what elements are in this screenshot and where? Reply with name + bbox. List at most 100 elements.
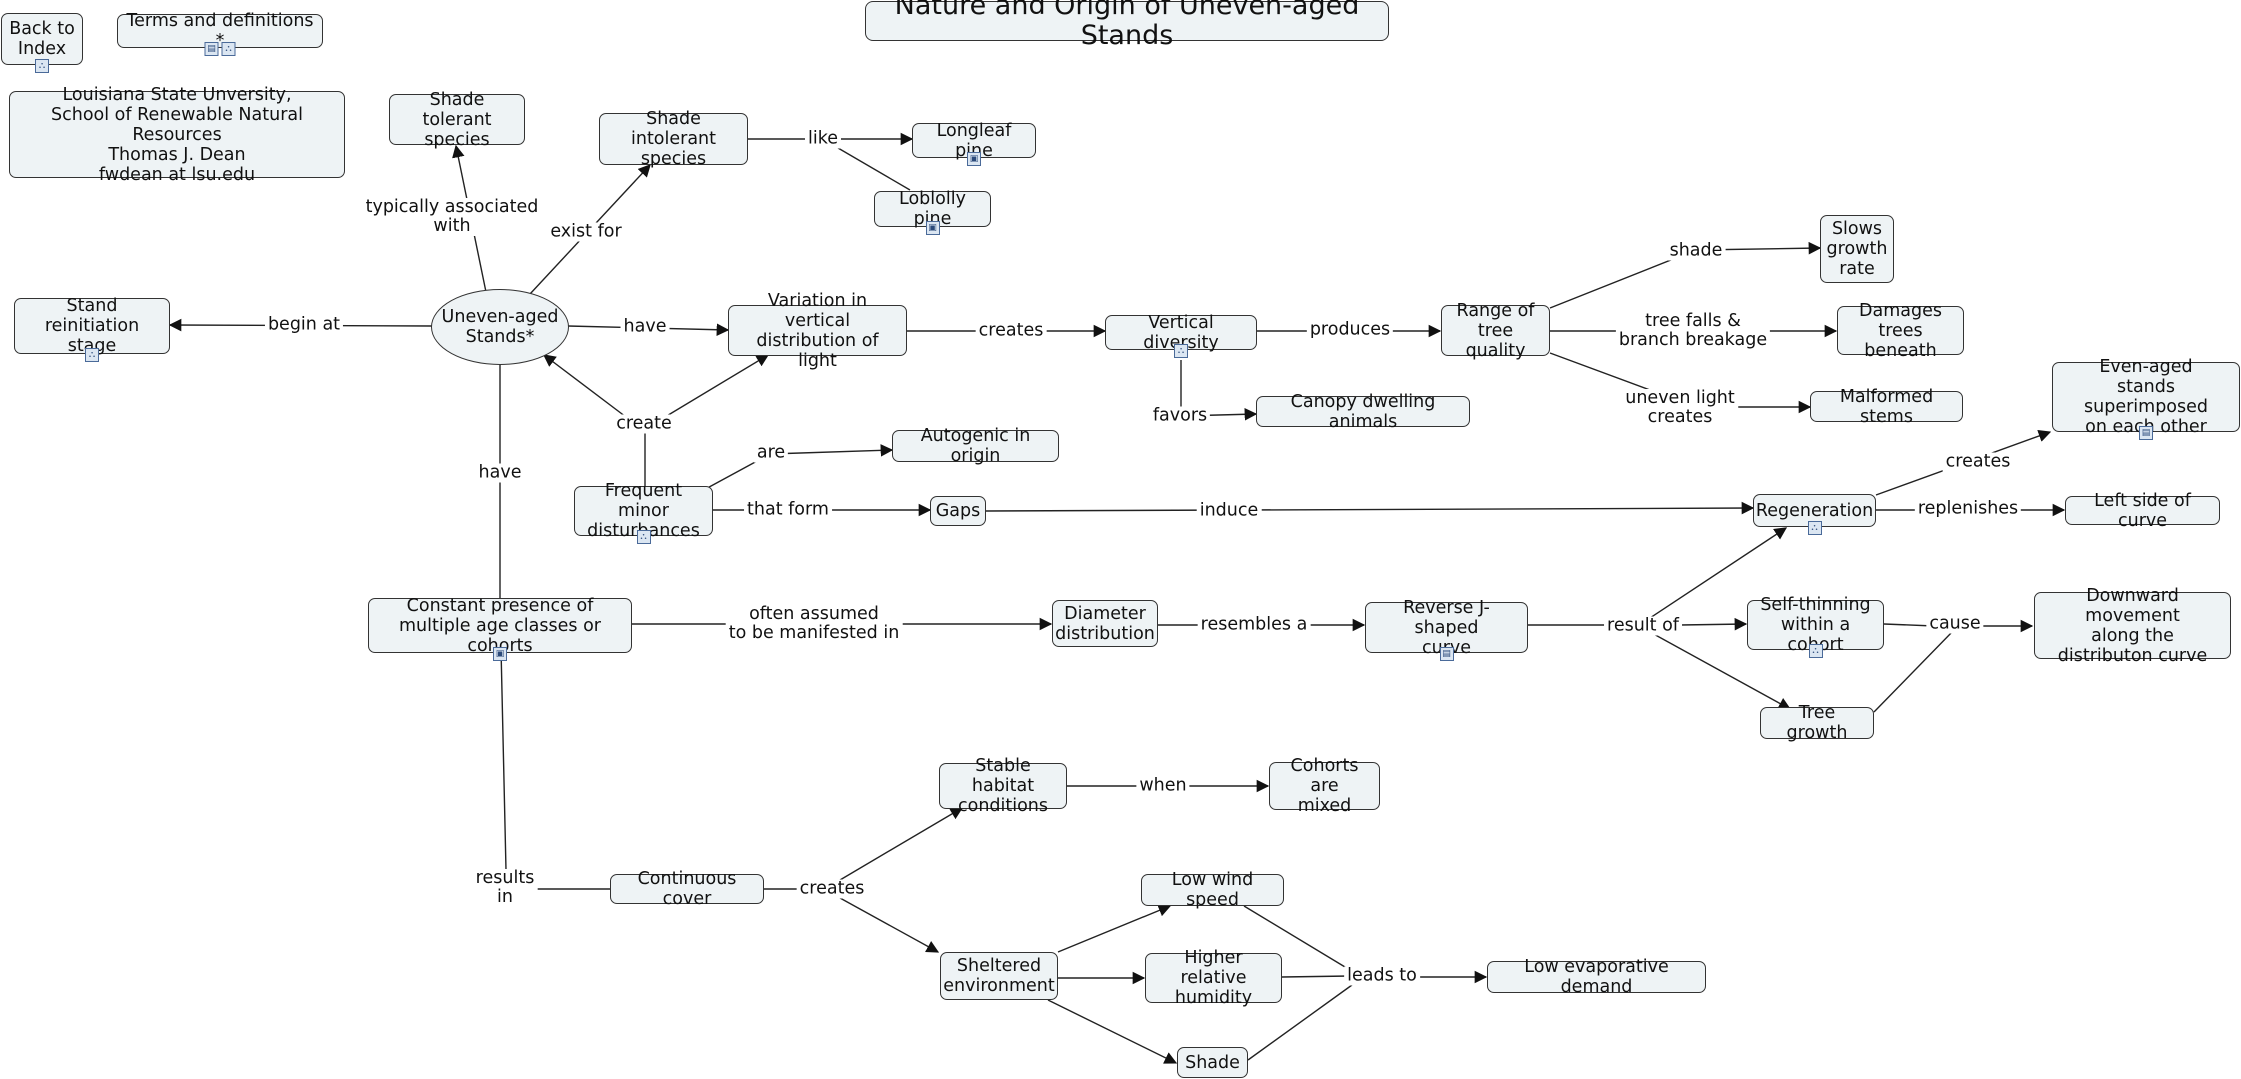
link-replenishes: replenishes	[1914, 499, 2022, 519]
link-creates-vertical: creates	[975, 321, 1047, 341]
edge-result-treegrowth	[1649, 631, 1792, 710]
author-info-box: Louisiana State Unversity, School of Ren…	[9, 85, 345, 185]
node-downward-movement: Downward movement along the distributon …	[2034, 586, 2231, 666]
link-like: like	[804, 129, 842, 149]
node-stable-habitat: Stable habitat conditions	[939, 756, 1067, 816]
concept-map-icon[interactable]: ⛬	[1807, 521, 1822, 535]
node-reverse-j-curve[interactable]: Reverse J-shaped curve ▤	[1365, 598, 1528, 661]
link-induce: induce	[1196, 501, 1262, 521]
node-slows-growth: Slows growth rate	[1820, 215, 1894, 283]
link-typically-associated: typically associated with	[362, 198, 542, 236]
stand-reinit-label: Stand reinitiation stage	[44, 296, 140, 356]
concept-map-icon[interactable]: ⛬	[85, 348, 99, 362]
link-exist-for: exist for	[547, 222, 625, 242]
node-variation-light: Variation in vertical distribution of li…	[728, 291, 907, 371]
link-favors: favors	[1149, 406, 1211, 426]
terms-definitions-button[interactable]: Terms and definitions * ▤ ⛬	[117, 11, 323, 56]
document-icon[interactable]: ▤	[2139, 426, 2153, 440]
node-vertical-diversity[interactable]: Vertical diversity ⛬	[1105, 312, 1257, 358]
image-icon[interactable]: ▣	[493, 647, 507, 661]
edge-treegrowth-cause	[1873, 629, 1955, 713]
edge-shelter-wind	[1057, 904, 1172, 953]
link-produces: produces	[1306, 320, 1394, 340]
link-create: create	[613, 414, 675, 434]
edge-result-regen	[1649, 527, 1788, 619]
node-range-quality: Range of tree quality	[1441, 301, 1550, 361]
link-have-constant: have	[475, 463, 525, 483]
concept-map-icon[interactable]: ⛬	[35, 59, 49, 73]
constant-label: Constant presence of multiple age classe…	[399, 595, 601, 656]
image-icon[interactable]: ▣	[925, 221, 940, 235]
edge-create-variation	[659, 354, 770, 421]
node-gaps: Gaps	[930, 496, 986, 526]
link-results-in: results in	[472, 869, 538, 907]
back-to-index-label: Back to Index	[9, 19, 75, 59]
link-creates-continuous: creates	[796, 879, 868, 899]
node-higher-humidity: Higher relative humidity	[1145, 948, 1282, 1008]
edge-humidity-leads	[1281, 975, 1351, 978]
vertical-div-label: Vertical diversity	[1143, 312, 1219, 353]
node-autogenic: Autogenic in origin	[892, 426, 1059, 466]
edge-create-uneven	[542, 354, 631, 421]
node-left-side-curve: Left side of curve	[2065, 491, 2220, 531]
link-cause: cause	[1926, 614, 1984, 634]
link-that-form: that form	[744, 500, 832, 520]
node-continuous-cover: Continuous cover	[610, 869, 764, 909]
longleaf-label: Longleaf pine	[936, 120, 1012, 161]
concept-map-icon[interactable]: ⛬	[636, 530, 651, 544]
link-creates-even-aged: creates	[1942, 452, 2014, 472]
node-shade-intolerant: Shade intolerant species	[599, 109, 748, 169]
edge-are	[699, 444, 894, 493]
node-low-wind-speed: Low wind speed	[1141, 870, 1284, 910]
link-resembles: resembles a	[1197, 615, 1311, 635]
image-icon[interactable]: ▣	[967, 152, 981, 166]
link-are: are	[753, 443, 789, 463]
link-often-assumed: often assumed to be manifested in	[725, 605, 903, 643]
concept-map-icon[interactable]: ⛬	[1808, 644, 1823, 658]
edge-results-in	[500, 647, 610, 890]
node-canopy-animals: Canopy dwelling animals	[1256, 392, 1470, 432]
link-result-of: result of	[1604, 616, 1682, 636]
concept-map-icon[interactable]: ⛬	[1174, 344, 1188, 358]
node-even-aged-superimposed[interactable]: Even-aged stands superimposed on each ot…	[2052, 357, 2240, 440]
edge-shade-leads	[1247, 984, 1353, 1061]
node-shade-tolerant: Shade tolerant species	[389, 90, 525, 150]
edge-creates-sheltered	[839, 897, 940, 953]
back-to-index-button[interactable]: Back to Index ⛬	[1, 13, 83, 73]
loblolly-label: Loblolly pine	[899, 189, 966, 229]
node-uneven-aged-stands: Uneven-aged Stands*	[431, 289, 569, 365]
document-icon[interactable]: ▤	[1439, 647, 1454, 661]
link-tree-falls: tree falls & branch breakage	[1615, 312, 1771, 350]
edge-result-selfthin	[1679, 617, 1748, 631]
diagram-title: Nature and Origin of Uneven-aged Stands	[865, 0, 1389, 51]
node-constant-presence[interactable]: Constant presence of multiple age classe…	[368, 595, 632, 661]
concept-map-icon[interactable]: ⛬	[221, 42, 236, 56]
node-self-thinning[interactable]: Self-thinning within a cohort ⛬	[1747, 595, 1884, 658]
node-shade: Shade	[1177, 1047, 1248, 1078]
edge-creates-stable	[839, 807, 964, 881]
edge-wind-leads	[1243, 905, 1351, 971]
edge-shelter-shade	[1047, 999, 1178, 1064]
edge-induce	[985, 501, 1755, 515]
document-icon[interactable]: ▤	[204, 42, 219, 56]
link-begin-at: begin at	[264, 315, 344, 335]
node-sheltered-environment: Sheltered environment	[940, 952, 1058, 1000]
terms-definitions-label: Terms and definitions *	[126, 11, 314, 51]
link-when: when	[1136, 776, 1190, 796]
node-diameter-distribution: Diameter distribution	[1052, 600, 1158, 647]
link-have-variation: have	[620, 317, 670, 337]
node-regeneration[interactable]: Regeneration ⛬	[1753, 494, 1876, 535]
node-longleaf-pine[interactable]: Longleaf pine ▣	[912, 120, 1036, 166]
node-low-evaporative: Low evaporative demand	[1487, 957, 1706, 997]
edge-like-loblolly	[837, 147, 911, 191]
link-shade: shade	[1666, 241, 1726, 261]
link-uneven-light: uneven light creates	[1622, 389, 1738, 427]
regeneration-label: Regeneration	[1755, 500, 1874, 521]
node-frequent-disturbances[interactable]: Frequent minor disturbances ⛬	[574, 481, 713, 544]
node-tree-growth: Tree growth	[1760, 703, 1874, 743]
node-loblolly-pine[interactable]: Loblolly pine ▣	[874, 189, 991, 235]
link-leads-to: leads to	[1344, 966, 1420, 986]
node-stand-reinitiation[interactable]: Stand reinitiation stage ⛬	[14, 296, 170, 362]
node-cohorts-mixed: Cohorts are mixed	[1269, 756, 1380, 816]
